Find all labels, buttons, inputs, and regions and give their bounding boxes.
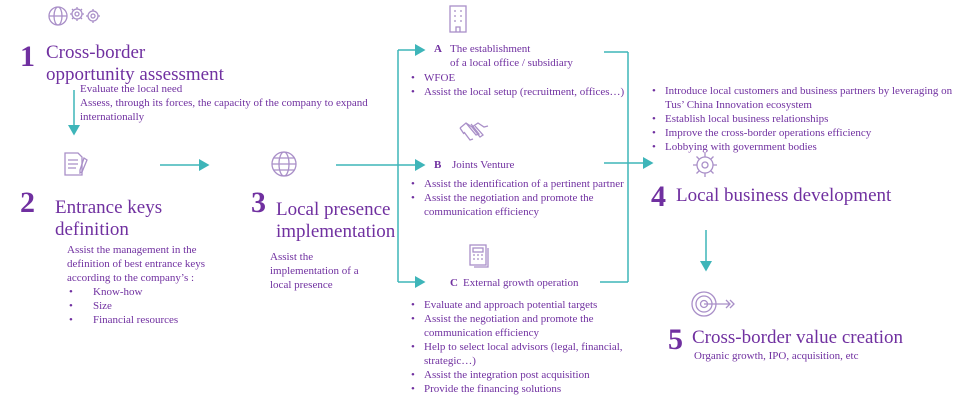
option-b-title: Joints Venture [452,159,515,171]
step4-number: 4 [651,180,666,213]
document-pen-icon [62,150,90,178]
list-item: Assist the negotiation and promote the c… [411,312,633,340]
step5-title: Cross-border value creation [692,327,904,348]
step5-description: Organic growth, IPO, acquisition, etc [694,350,859,362]
list-item: Assist the identification of a pertinent… [411,177,633,191]
globe-gears-icon [48,4,104,28]
step2-bullet-list: Know-how Size Financial resources [67,285,207,327]
option-b-bullet-list: Assist the identification of a pertinent… [411,177,633,219]
step4-title: Local business development [676,185,892,206]
step2-title: Entrance keys definition [55,197,163,240]
step5-number: 5 [668,323,683,356]
step2-description: Assist the management in the definition … [67,243,207,328]
list-item: Financial resources [67,313,207,327]
step3-number: 3 [251,186,266,219]
list-item: Establish local business relationships [652,112,954,126]
handshake-icon [458,120,490,144]
option-a-title: The establishment of a local office / su… [450,43,573,69]
option-a-bullet-list: WFOE Assist the local setup (recruitment… [411,71,641,99]
option-c-letter: C [450,277,458,289]
target-icon [690,290,736,318]
step4-bullet-list: Introduce local customers and business p… [652,84,954,154]
globe-icon [270,150,298,178]
gear-network-icon [690,150,720,180]
list-item: Lobbying with government bodies [652,140,954,154]
step1-title: Cross-border opportunity assessment [46,42,224,85]
calculator-icon [468,243,492,269]
list-item: Assist the integration post acquisition [411,368,633,382]
option-c-title: External growth operation [463,277,579,289]
list-item: Size [67,299,207,313]
list-item: Improve the cross-border operations effi… [652,126,954,140]
step1-number: 1 [20,40,35,73]
option-b-letter: B [434,159,442,171]
list-item: WFOE [411,71,641,85]
step2-number: 2 [20,186,35,219]
option-c-bullet-list: Evaluate and approach potential targets … [411,298,633,397]
building-icon [448,4,468,34]
list-item: Know-how [67,285,207,299]
option-a-letter: A [434,43,442,55]
list-item: Help to select local advisors (legal, fi… [411,340,633,368]
step3-description: Assist the implementation of a local pre… [270,251,359,292]
list-item: Provide the financing solutions [411,382,633,396]
step1-description: Evaluate the local need Assess, through … [80,83,368,124]
list-item: Assist the negotiation and promote the c… [411,191,633,219]
list-item: Introduce local customers and business p… [652,84,954,112]
list-item: Evaluate and approach potential targets [411,298,633,312]
step3-title: Local presence implementation [276,199,396,242]
list-item: Assist the local setup (recruitment, off… [411,85,641,99]
